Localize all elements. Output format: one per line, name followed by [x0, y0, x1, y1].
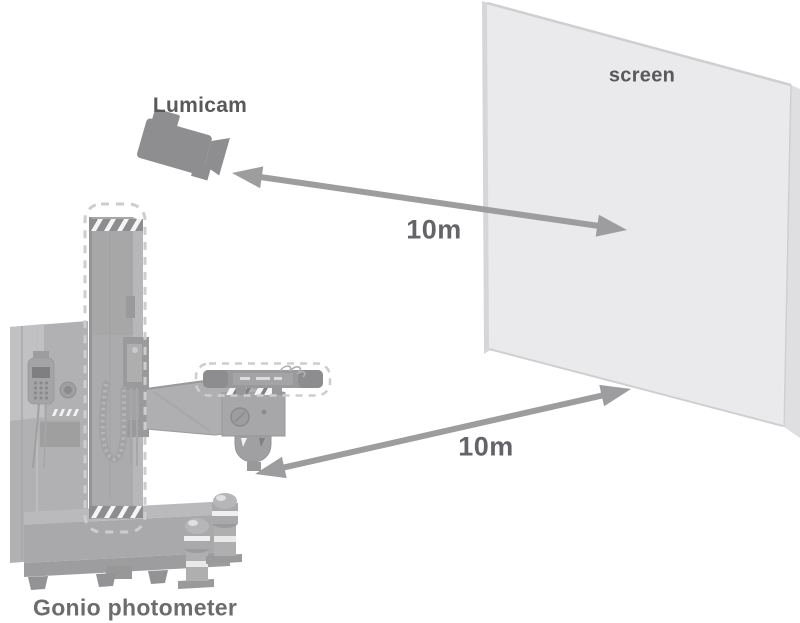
arrow-shaft [255, 173, 600, 229]
arrow-shaft [282, 392, 604, 471]
photometer-column [89, 217, 149, 519]
hazard-stripes-bottom [89, 506, 143, 518]
pendant-control [27, 357, 55, 469]
camera-body [137, 118, 212, 175]
photometer-arm [145, 378, 286, 471]
column-dashed-outline [83, 202, 147, 534]
video-camera-icon [137, 108, 230, 181]
screen-label: screen [608, 64, 676, 87]
cabinet-tick-marks [52, 409, 79, 416]
cable-chain [99, 380, 138, 466]
hazard-stripes-top [89, 219, 143, 231]
arm-bracket [234, 435, 272, 463]
screen-fold-line [783, 84, 792, 428]
cabinet-box [40, 420, 80, 447]
distance-arrow-camera-screen [232, 166, 627, 237]
arrowhead-left [232, 166, 264, 189]
dut-wires [279, 365, 306, 378]
gonio-photometer-figure [10, 202, 332, 590]
distance-label-top: 10m [406, 214, 462, 245]
lumicam-label: Lumicam [152, 94, 248, 117]
screen-bottom-edge-line [488, 348, 784, 427]
distance-label-bottom: 10m [458, 431, 514, 462]
distance-arrow-photometer-screen [255, 384, 631, 479]
gonio-photometer-label: Gonio photometer [33, 594, 238, 621]
camera-lens [204, 138, 230, 176]
arrowhead-left [255, 456, 287, 479]
arrowhead-right [599, 384, 631, 407]
screen-top-edge-line [486, 1, 792, 87]
dut-dashed-outline [194, 362, 332, 397]
screen-face [487, 3, 791, 426]
dut-luminaire [203, 365, 323, 395]
pendant-screen [32, 367, 50, 378]
pendant-keypad [34, 381, 48, 400]
screen-right-side [784, 85, 800, 438]
leveling-jacks [178, 493, 242, 589]
base-feet [28, 570, 168, 590]
screen-panel [482, 1, 800, 438]
arrowhead-right [595, 214, 627, 237]
